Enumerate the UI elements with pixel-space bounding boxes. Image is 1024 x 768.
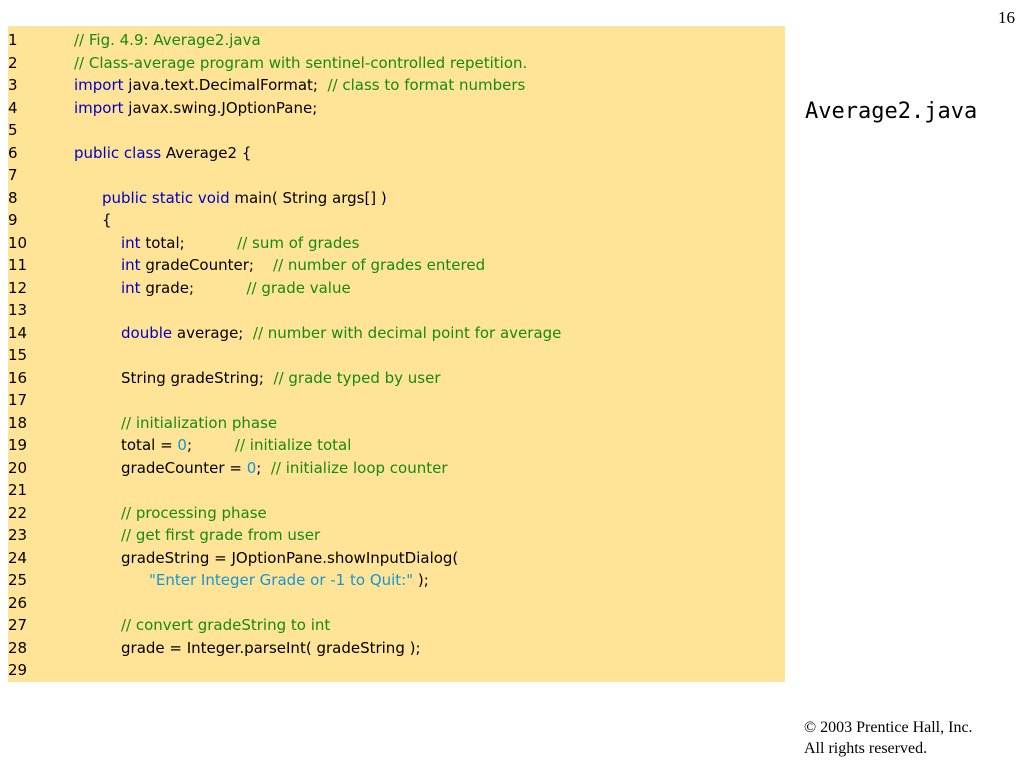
code-text: { bbox=[102, 209, 112, 231]
code-token-comment: // processing phase bbox=[121, 503, 267, 522]
code-token-plain: gradeString = JOptionPane.showInputDialo… bbox=[121, 548, 459, 567]
code-text: gradeCounter = 0; // initialize loop cou… bbox=[121, 457, 448, 479]
code-token-keyword: public class bbox=[74, 143, 162, 162]
line-number: 6 bbox=[8, 143, 18, 162]
code-token-comment: // initialize loop counter bbox=[270, 458, 448, 477]
copyright-line: © 2003 Prentice Hall, Inc. bbox=[804, 719, 973, 736]
code-token-comment: // initialize total bbox=[234, 436, 352, 454]
code-token-comment: // grade typed by user bbox=[273, 368, 441, 387]
line-number: 1 bbox=[8, 31, 18, 49]
line-number: 26 bbox=[8, 593, 28, 612]
code-text: // get first grade from user bbox=[121, 524, 320, 546]
code-text: grade = Integer.parseInt( gradeString ); bbox=[121, 637, 421, 659]
code-token-plain: gradeCounter = bbox=[121, 458, 247, 477]
code-text: public class Average2 { bbox=[74, 142, 251, 164]
line-number: 16 bbox=[8, 368, 28, 387]
line-number: 13 bbox=[8, 301, 28, 319]
code-token-plain: Average2 { bbox=[161, 143, 252, 162]
code-token-plain: total = bbox=[121, 436, 178, 454]
code-token-plain: main( String args[] ) bbox=[229, 188, 387, 207]
code-text: // convert gradeString to int bbox=[121, 614, 330, 636]
line-number: 12 bbox=[8, 278, 28, 297]
code-token-plain: java.text.DecimalFormat; bbox=[123, 76, 328, 94]
code-token-plain: ); bbox=[413, 571, 429, 589]
code-token-comment: // get first grade from user bbox=[121, 526, 321, 544]
code-text: int grade; // grade value bbox=[121, 277, 351, 299]
line-number: 28 bbox=[8, 638, 28, 657]
line-number: 27 bbox=[8, 616, 28, 634]
code-token-keyword: import bbox=[74, 76, 124, 94]
line-number: 24 bbox=[8, 548, 28, 567]
line-number: 5 bbox=[8, 121, 18, 139]
line-number: 22 bbox=[8, 503, 28, 522]
code-token-plain: ; bbox=[256, 458, 271, 477]
line-number: 8 bbox=[8, 188, 18, 207]
code-token-literal: 0 bbox=[246, 458, 257, 477]
code-text: // processing phase bbox=[121, 502, 267, 524]
code-text: public static void main( String args[] ) bbox=[102, 187, 387, 209]
code-text: double average; // number with decimal p… bbox=[121, 322, 561, 344]
line-number: 29 bbox=[8, 661, 28, 679]
code-text: import javax.swing.JOptionPane; bbox=[74, 97, 317, 119]
line-number: 14 bbox=[8, 323, 28, 342]
line-number: 18 bbox=[8, 413, 28, 432]
code-token-keyword: int bbox=[121, 256, 141, 274]
line-number: 19 bbox=[8, 436, 28, 454]
code-text: total = 0; // initialize total bbox=[121, 434, 351, 456]
code-token-comment: // number with decimal point for average bbox=[252, 323, 562, 342]
code-token-comment: // Fig. 4.9: Average2.java bbox=[74, 31, 261, 49]
line-number: 15 bbox=[8, 346, 28, 364]
code-token-plain: gradeCounter; bbox=[140, 256, 274, 274]
line-number: 7 bbox=[8, 166, 18, 184]
code-token-string: "Enter Integer Grade or -1 to Quit:" bbox=[149, 571, 414, 589]
code-text: // Class-average program with sentinel-c… bbox=[74, 52, 527, 74]
code-text: int total; // sum of grades bbox=[121, 232, 359, 254]
code-token-plain: grade = Integer.parseInt( gradeString ); bbox=[121, 638, 421, 657]
code-text: gradeString = JOptionPane.showInputDialo… bbox=[121, 547, 458, 569]
code-token-keyword: import bbox=[74, 98, 124, 117]
line-number: 20 bbox=[8, 458, 28, 477]
file-title: Average2.java bbox=[805, 99, 978, 124]
code-token-plain: ; bbox=[186, 436, 235, 454]
code-token-keyword: double bbox=[121, 323, 173, 342]
rights-line: All rights reserved. bbox=[804, 740, 928, 757]
code-token-plain: total; bbox=[140, 233, 238, 252]
line-number: 3 bbox=[8, 76, 18, 94]
code-text: // Fig. 4.9: Average2.java bbox=[74, 29, 261, 51]
line-number: 9 bbox=[8, 211, 18, 229]
copyright-notice: © 2003 Prentice Hall, Inc. All rights re… bbox=[804, 717, 973, 759]
code-token-keyword: int bbox=[121, 278, 141, 297]
page-number: 16 bbox=[998, 8, 1015, 27]
code-text: String gradeString; // grade typed by us… bbox=[121, 367, 441, 389]
line-number: 10 bbox=[8, 233, 28, 252]
code-token-comment: // convert gradeString to int bbox=[121, 616, 331, 634]
line-number: 21 bbox=[8, 481, 28, 499]
code-token-comment: // sum of grades bbox=[237, 233, 360, 252]
code-token-keyword: public static void bbox=[102, 188, 230, 207]
code-token-plain: grade; bbox=[140, 278, 247, 297]
line-number: 17 bbox=[8, 391, 28, 409]
code-text: "Enter Integer Grade or -1 to Quit:" ); bbox=[149, 569, 429, 591]
code-token-plain: { bbox=[102, 211, 112, 229]
code-token-comment: // initialization phase bbox=[121, 413, 278, 432]
code-text: import java.text.DecimalFormat; // class… bbox=[74, 74, 525, 96]
line-number: 11 bbox=[8, 256, 28, 274]
line-number: 25 bbox=[8, 571, 28, 589]
code-text: // initialization phase bbox=[121, 412, 277, 434]
code-token-literal: 0 bbox=[177, 436, 187, 454]
code-listing: 1 // Fig. 4.9: Average2.java 2 // Class-ave… bbox=[8, 26, 785, 682]
code-token-comment: // grade value bbox=[246, 278, 351, 297]
code-token-plain: javax.swing.JOptionPane; bbox=[123, 98, 318, 117]
code-token-comment: // Class-average program with sentinel-c… bbox=[74, 53, 528, 72]
line-number: 23 bbox=[8, 526, 28, 544]
code-token-comment: // number of grades entered bbox=[273, 256, 486, 274]
code-token-plain: String gradeString; bbox=[121, 368, 274, 387]
code-text: int gradeCounter; // number of grades en… bbox=[121, 254, 485, 276]
code-token-comment: // class to format numbers bbox=[327, 76, 526, 94]
line-number: 4 bbox=[8, 98, 18, 117]
code-token-keyword: int bbox=[121, 233, 141, 252]
code-token-plain: average; bbox=[172, 323, 253, 342]
line-number: 2 bbox=[8, 53, 18, 72]
